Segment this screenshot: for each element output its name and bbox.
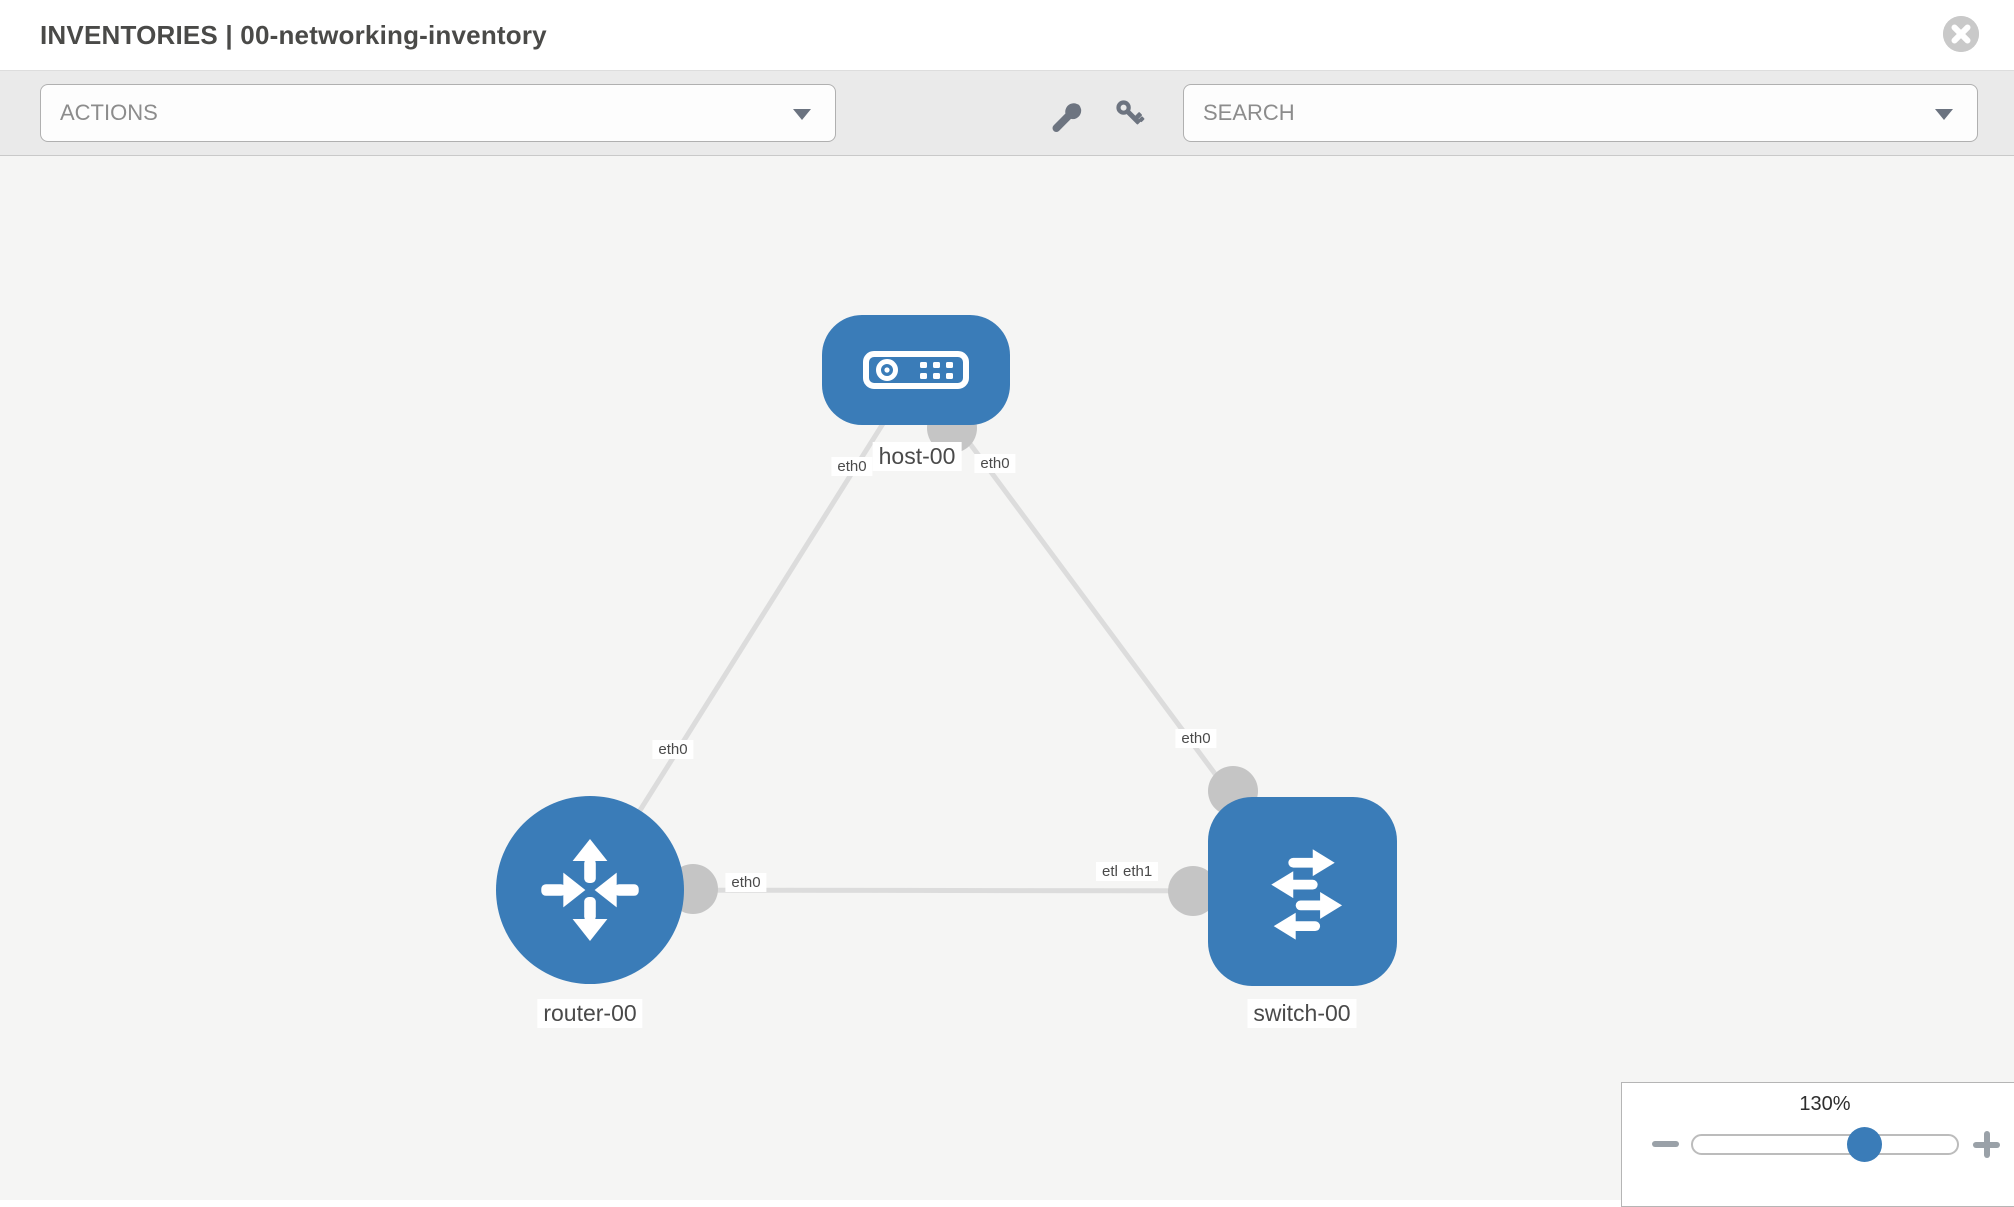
node-router-00[interactable] bbox=[496, 796, 684, 984]
chevron-down-icon bbox=[1935, 109, 1953, 120]
close-button[interactable] bbox=[1943, 16, 1979, 52]
node-host-00[interactable] bbox=[822, 315, 1010, 425]
zoom-slider-track[interactable] bbox=[1691, 1134, 1959, 1155]
zoom-level-value: 130% bbox=[1799, 1093, 1851, 1115]
topology-canvas[interactable]: host-00 router-00 switch-00 eth0 eth0 et… bbox=[0, 156, 2014, 1207]
search-placeholder: SEARCH bbox=[1203, 100, 1295, 125]
search-dropdown[interactable]: SEARCH bbox=[1183, 84, 1978, 142]
router-arrows-icon bbox=[541, 838, 639, 942]
plus-icon bbox=[1983, 1131, 1990, 1158]
port-switch-left[interactable] bbox=[1168, 866, 1218, 916]
wrench-icon bbox=[1052, 103, 1082, 132]
switch-arrows-icon bbox=[1270, 848, 1342, 940]
actions-dropdown[interactable]: ACTIONS bbox=[40, 84, 836, 142]
zoom-panel: 130% bbox=[1621, 1082, 2014, 1207]
node-label-router: router-00 bbox=[537, 999, 643, 1028]
links-layer bbox=[587, 369, 1305, 916]
toolbar: ACTIONS SEARCH bbox=[0, 70, 2014, 156]
if-label-switch-eth1: eth1 bbox=[1117, 862, 1159, 881]
zoom-out-button[interactable] bbox=[1652, 1141, 1679, 1147]
node-label-host: host-00 bbox=[872, 442, 962, 471]
x-circle-icon bbox=[1943, 16, 1979, 52]
host-device-icon bbox=[863, 351, 969, 389]
if-label-switch-overlap-group: eth0 eth1 bbox=[1096, 862, 1176, 888]
zoom-slider-knob[interactable] bbox=[1847, 1127, 1882, 1162]
chevron-down-icon bbox=[793, 109, 811, 120]
node-label-switch: switch-00 bbox=[1247, 999, 1357, 1028]
configure-tools-button[interactable] bbox=[1042, 95, 1088, 135]
if-label-router-link-eth0: eth0 bbox=[652, 740, 694, 759]
if-label-switch-top-eth0: eth0 bbox=[1175, 729, 1217, 748]
if-label-router-eth0: eth0 bbox=[725, 873, 767, 892]
header-bar: INVENTORIES | 00-networking-inventory bbox=[0, 0, 2014, 70]
key-icon bbox=[1116, 100, 1145, 125]
if-label-host-eth0-left: eth0 bbox=[831, 457, 873, 476]
node-switch-00[interactable] bbox=[1208, 797, 1397, 986]
credentials-button[interactable] bbox=[1108, 95, 1154, 135]
if-label-host-eth0-right: eth0 bbox=[974, 454, 1016, 473]
zoom-in-button[interactable] bbox=[1973, 1131, 2000, 1158]
actions-dropdown-label: ACTIONS bbox=[60, 100, 158, 125]
page-title: INVENTORIES | 00-networking-inventory bbox=[40, 19, 547, 50]
